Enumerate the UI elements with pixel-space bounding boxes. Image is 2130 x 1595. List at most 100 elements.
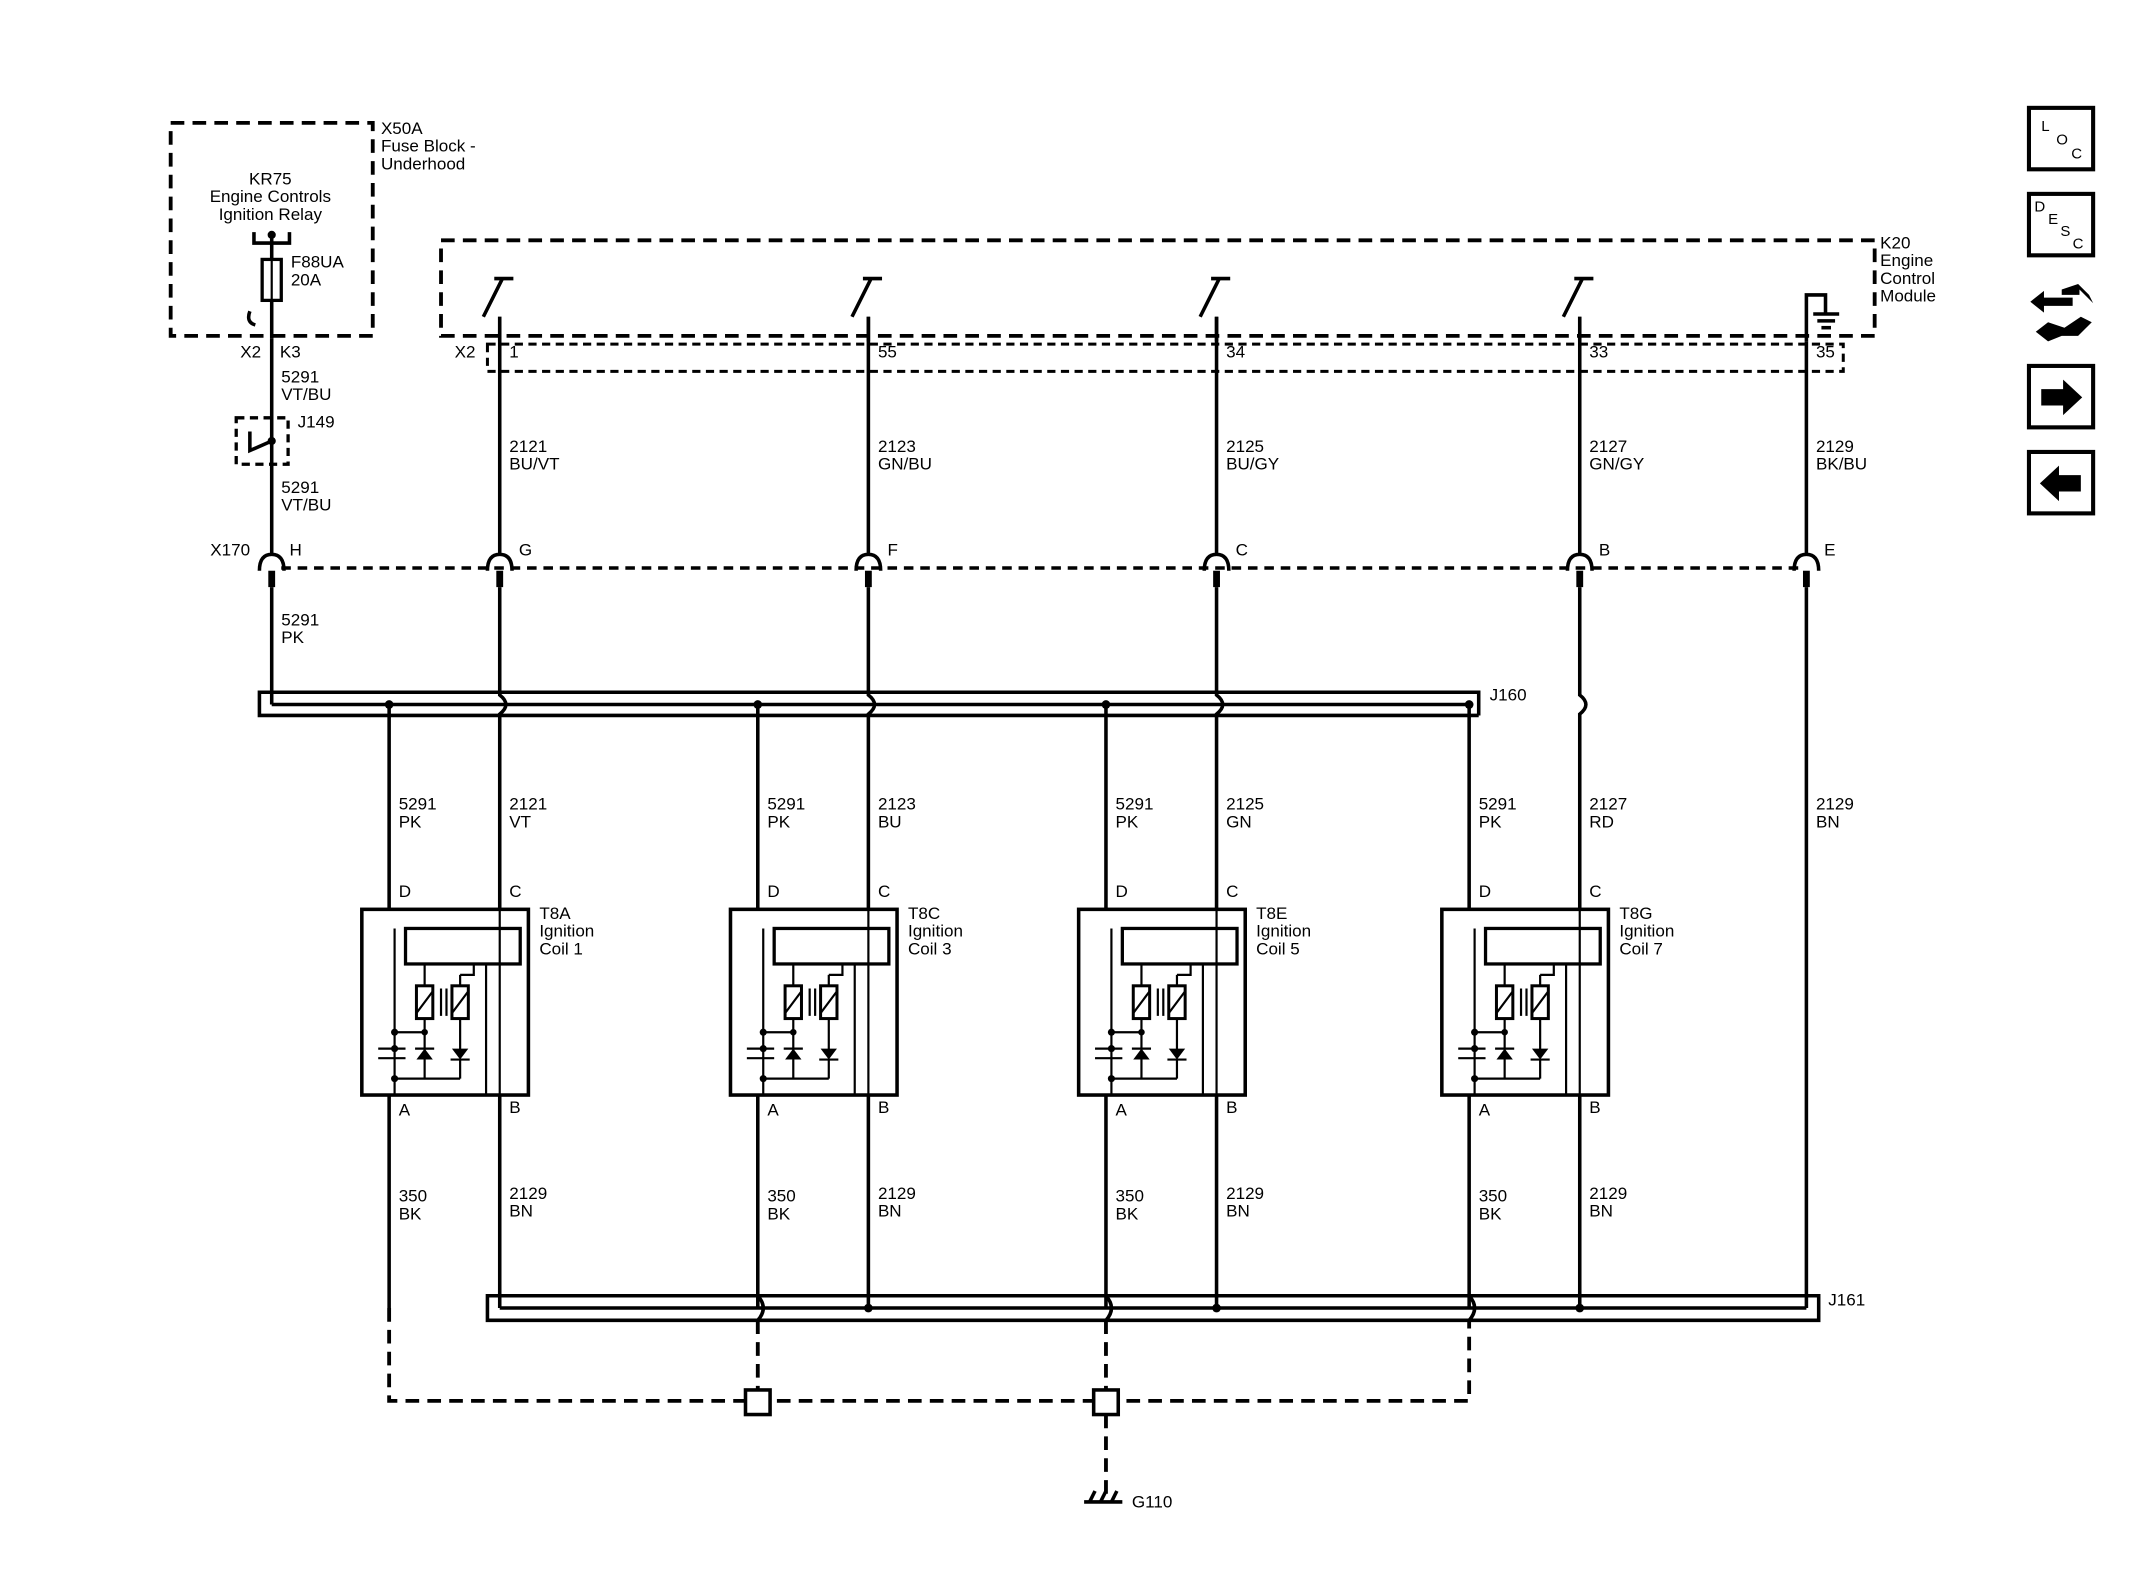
coil-gnd-color: BK	[1479, 1204, 1502, 1223]
harness-j161-label: J161	[1828, 1290, 1865, 1309]
splice-j149: J149	[234, 412, 335, 466]
connector-wrench-icon	[2030, 283, 2094, 342]
nav-loc-button[interactable]: L O C	[2026, 105, 2096, 172]
coil-gnd-circuit: 350	[1116, 1187, 1144, 1206]
engine-control-module-k20: K20 Engine Control Module X2	[439, 233, 1936, 373]
fuse-block-x50a: X50A Fuse Block - Underhood KR75 Engine …	[168, 119, 476, 362]
ground-return-channel: 35 2129 BK/BU E 2129 BN	[1792, 341, 1867, 1309]
coil-pin-b: B	[1589, 1098, 1600, 1117]
ecm-name-2: Control	[1880, 269, 1935, 288]
diode-icon	[820, 1048, 837, 1060]
relay-contact-icon	[252, 230, 292, 260]
loc-letter-l: L	[2041, 118, 2049, 135]
supply-wire-circuit: 5291	[281, 367, 319, 386]
coil-gnd-circuit: 350	[1479, 1187, 1507, 1206]
nav-prev-button[interactable]	[2026, 449, 2096, 516]
supply-wire-lower-circuit: 5291	[281, 610, 319, 629]
x170-terminal-icon	[1202, 552, 1231, 571]
coil-id: T8A	[539, 904, 571, 923]
coil-pin-a: A	[1116, 1101, 1128, 1120]
coil-pin-d: D	[399, 882, 411, 901]
nav-next-button[interactable]	[2026, 363, 2096, 430]
supply-wire-lower-color: PK	[281, 628, 304, 647]
channel-circuit: 2121	[509, 437, 547, 456]
x2-terminal-icon	[246, 310, 256, 327]
coil-ref-color: BN	[1226, 1202, 1250, 1221]
x170-pin-h-icon	[257, 552, 286, 571]
ecm-name-1: Engine	[1880, 251, 1933, 270]
fuse-block-title-2: Underhood	[381, 154, 465, 173]
ground-return-circuit: 2129	[1816, 795, 1854, 814]
coil-pin-c: C	[1226, 882, 1238, 901]
coil-supply-circuit: 5291	[767, 795, 805, 814]
ground-bus: G110	[387, 1308, 1472, 1511]
coil-ctrl-color: RD	[1589, 812, 1614, 831]
coil-name-2: Coil 7	[1619, 939, 1663, 958]
diode-icon	[1531, 1048, 1549, 1060]
coil-gnd-color: BK	[767, 1204, 790, 1223]
coil-ref-circuit: 2129	[509, 1184, 547, 1203]
fuse-block-id: X50A	[381, 119, 423, 138]
coil-ref-color: BN	[509, 1202, 533, 1221]
channel-color: BU/VT	[509, 455, 560, 474]
ecm-ground-circuit: 2129	[1816, 437, 1854, 456]
desc-letter-s: S	[2060, 223, 2070, 240]
coil-ctrl-circuit: 2127	[1589, 795, 1627, 814]
coil-pin-c: C	[878, 882, 890, 901]
channel-color: GN/GY	[1589, 455, 1644, 474]
coil-pin-d: D	[767, 882, 779, 901]
fuse-icon	[260, 257, 283, 303]
coil-ref-color: BN	[1589, 1202, 1613, 1221]
coil-ctrl-color: BU	[878, 812, 902, 831]
x170-pin-e: E	[1824, 541, 1835, 560]
ecm-pin: 33	[1589, 343, 1608, 362]
coil-pin-a: A	[1479, 1101, 1491, 1120]
splice-icon	[743, 1388, 772, 1417]
ecm-name-3: Module	[1880, 287, 1936, 306]
coil-driver-icon	[1120, 926, 1239, 966]
coil-pin-d: D	[1116, 882, 1128, 901]
coil-supply-color: PK	[1116, 812, 1139, 831]
coil-gnd-color: BK	[399, 1204, 422, 1223]
coil-supply-color: PK	[399, 812, 422, 831]
harness-j160-label: J160	[1490, 685, 1527, 704]
nav-connector-button[interactable]	[2030, 283, 2094, 342]
loc-letter-o: O	[2056, 132, 2068, 149]
desc-letter-e: E	[2048, 211, 2058, 228]
coil-pin-c: C	[1589, 882, 1601, 901]
coil-ctrl-circuit: 2121	[509, 795, 547, 814]
splice-icon	[1091, 1388, 1121, 1417]
ecm-pin: 1	[509, 343, 518, 362]
coil-driver-icon	[1483, 926, 1602, 966]
channel-circuit: 2125	[1226, 437, 1264, 456]
ground-g110-icon	[1084, 1490, 1123, 1504]
supply-wire-mid-circuit: 5291	[281, 478, 319, 497]
fuse-rating: 20A	[291, 270, 322, 289]
channel-color: BU/GY	[1226, 455, 1279, 474]
coil-name-2: Coil 3	[908, 939, 952, 958]
coil-name-1: Ignition	[539, 922, 594, 941]
coil-name-1: Ignition	[908, 922, 963, 941]
arrow-left-icon	[2039, 465, 2081, 502]
channel-circuit: 2127	[1589, 437, 1627, 456]
relay-name-2: Ignition Relay	[219, 205, 323, 224]
coil-pin-d: D	[1479, 882, 1491, 901]
coil-ref-circuit: 2129	[1226, 1184, 1264, 1203]
ecm-pin: 55	[878, 343, 897, 362]
coil-ctrl-circuit: 2125	[1226, 795, 1264, 814]
coil-gnd-circuit: 350	[399, 1187, 427, 1206]
ecm-ground-color: BK/BU	[1816, 455, 1867, 474]
ecm-ground-icon	[1804, 293, 1840, 342]
coil-supply-color: PK	[1479, 812, 1502, 831]
coil-id: T8E	[1256, 904, 1287, 923]
coil-pin-b: B	[1226, 1098, 1237, 1117]
nav-desc-button[interactable]: D E S C	[2026, 191, 2096, 258]
x170-pin-h: H	[289, 541, 301, 560]
location-icon: L O C	[2041, 118, 2082, 162]
coil-supply-circuit: 5291	[1479, 795, 1517, 814]
